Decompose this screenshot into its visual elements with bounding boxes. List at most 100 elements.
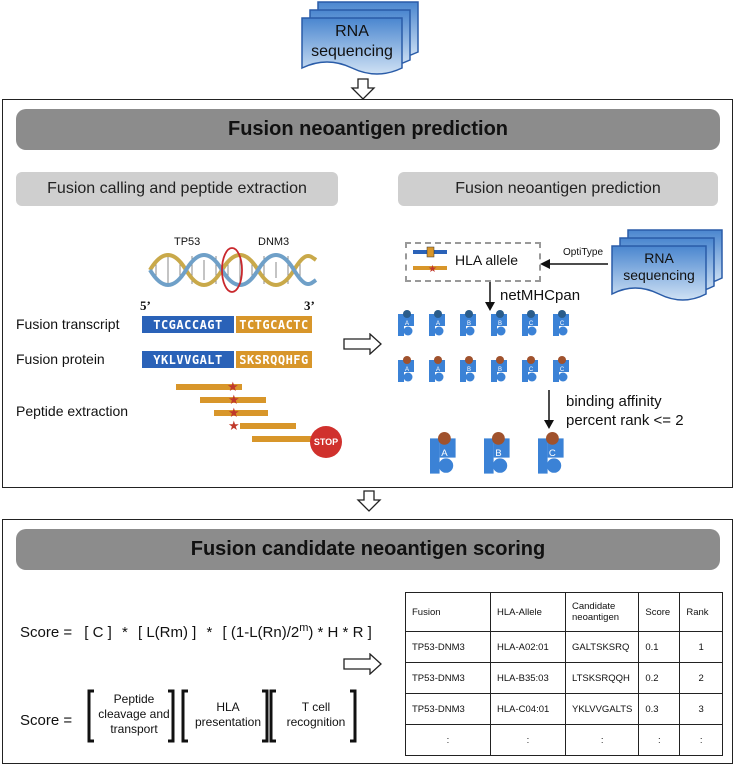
table-row: TP53-DNM3 HLA-C04:01 YKLVVGALTS 0.3 3 <box>405 693 723 725</box>
table-cell: LTSKSRQQH <box>564 662 640 694</box>
ellipsis-cell: : <box>638 724 681 756</box>
hla-molecule-icon: A <box>430 432 456 474</box>
hla-letter: B <box>498 321 502 327</box>
table-cell: 0.2 <box>638 662 681 694</box>
bracket-peptide: Peptide cleavage and transport <box>94 692 174 737</box>
left-arrow-icon <box>540 259 608 269</box>
star-icon: ★ <box>228 405 240 420</box>
ellipsis-cell: : <box>564 724 640 756</box>
table-cell: 2 <box>679 662 723 694</box>
stop-sign-icon: STOP <box>310 426 342 458</box>
down-arrow-icon <box>356 490 382 512</box>
score2-prefix: Score = <box>20 712 73 729</box>
table-cell: TP53-DNM3 <box>405 693 491 725</box>
top-rna-label: RNA sequencing <box>302 22 402 62</box>
hla-molecule-icon: C <box>553 356 569 382</box>
table-cell: YKLVVGALTS <box>564 693 640 725</box>
ellipsis-cell: : <box>490 724 566 756</box>
bracket-tcell: T cell recognition <box>276 700 356 730</box>
table-cell: GALTSKSRQ <box>564 631 640 663</box>
star-icon: ★ <box>228 392 240 407</box>
hla-chromosome-icon: ★ <box>413 246 447 275</box>
formula-exp: m <box>299 622 309 634</box>
bracket-text: T cell <box>301 700 331 714</box>
peptide-extraction-label: Peptide extraction <box>16 403 129 419</box>
five-prime-label: 5’ <box>140 298 151 313</box>
ellipsis-cell: : <box>405 724 491 756</box>
table-header-row: Fusion HLA-Allele Candidate neoantigen S… <box>405 592 723 632</box>
optitype-label: OptiType <box>563 247 604 258</box>
ellipsis-cell: : <box>679 724 723 756</box>
hla-molecule-icon: C <box>538 432 564 474</box>
rna-sequencing-docs-icon <box>301 1 419 75</box>
gene2-label: DNM3 <box>258 236 290 248</box>
hla-letter: A <box>405 321 409 327</box>
hla-letter: A <box>436 367 440 373</box>
table-cell: HLA-B35:03 <box>490 662 566 694</box>
left-header: Fusion calling and peptide extraction <box>16 172 338 206</box>
hla-molecule-icon: B <box>491 356 507 382</box>
stop-label: STOP <box>313 437 339 447</box>
hla-molecule-icon: C <box>522 356 538 382</box>
table-cell: 0.1 <box>638 631 681 663</box>
right-arrow-icon <box>343 333 382 355</box>
formula-c: [ C ] <box>84 624 112 641</box>
table-row: TP53-DNM3 HLA-A02:01 GALTSKSRQ 0.1 1 <box>405 631 723 663</box>
score-formula: Score = [ C ] * [ L(Rm) ] * [ (1-L(Rn)/2… <box>20 622 372 641</box>
bracket-text: HLA <box>216 700 240 714</box>
bracket-text: Peptide <box>113 692 155 706</box>
protein-label: Fusion protein <box>16 351 105 367</box>
formula-part-b: ) * H * R ] <box>308 624 372 641</box>
formula-part-a: [ (1-L(Rn)/2 <box>222 624 300 641</box>
star-icon: ★ <box>227 379 239 394</box>
affinity-line1: binding affinity <box>566 393 662 410</box>
down-arrow-icon <box>485 282 495 311</box>
table-row: TP53-DNM3 HLA-B35:03 LTSKSRQQH 0.2 2 <box>405 662 723 694</box>
protein-seq-dnm3: SKSRQQHFG <box>236 351 312 368</box>
hla-letter: A <box>441 448 448 459</box>
bracket-text: recognition <box>286 715 346 729</box>
top-rna-line1: RNA <box>335 23 369 40</box>
hla-molecule-icon: C <box>522 310 538 336</box>
column-header: HLA-Allele <box>490 592 566 632</box>
down-arrow-icon <box>350 78 376 100</box>
dna-helix-icon <box>148 247 318 293</box>
hla-molecule-icon: B <box>460 356 476 382</box>
netmhcpan-label: netMHCpan <box>500 287 581 304</box>
bracket-graphic <box>87 689 357 743</box>
hla-letter: C <box>529 367 534 373</box>
right-rna-label: RNA sequencing <box>612 250 706 284</box>
results-table: Fusion HLA-Allele Candidate neoantigen S… <box>405 592 723 756</box>
affinity-line2: percent rank <= 2 <box>566 412 684 429</box>
hla-letter: C <box>529 321 534 327</box>
hla-letter: B <box>467 321 471 327</box>
panel1-title: Fusion neoantigen prediction <box>16 109 720 150</box>
table-cell: HLA-A02:01 <box>490 631 566 663</box>
panel2-title: Fusion candidate neoantigen scoring <box>16 529 720 570</box>
bracket-hla: HLA presentation <box>188 700 268 730</box>
transcript-seq-tp53: TCGACCAGT <box>142 316 234 333</box>
top-rna-line2: sequencing <box>311 43 393 60</box>
hla-molecule-icon: B <box>460 310 476 336</box>
hla-letter: A <box>405 367 409 373</box>
table-cell: 0.3 <box>638 693 681 725</box>
hla-letter: C <box>560 321 565 327</box>
hla-molecule-icon: A <box>429 310 445 336</box>
gene1-label: TP53 <box>174 236 201 248</box>
bracket-text: presentation <box>194 715 262 729</box>
table-cell: 3 <box>679 693 723 725</box>
affinity-label: binding affinity percent rank <= 2 <box>566 392 684 430</box>
peptide-bars-graphic <box>176 384 312 442</box>
right-header: Fusion neoantigen prediction <box>398 172 718 206</box>
right-rna-line2: sequencing <box>623 267 695 283</box>
down-arrow-icon <box>544 390 554 429</box>
hla-allele-label: HLA allele <box>455 252 519 268</box>
transcript-seq-dnm3: TCTGCACTC <box>236 316 312 333</box>
formula-prefix: Score = <box>20 624 73 641</box>
rna-sequencing-docs-icon <box>611 229 723 301</box>
hla-molecule-icon: A <box>429 356 445 382</box>
transcript-label: Fusion transcript <box>16 316 120 332</box>
column-header: Score <box>638 592 681 632</box>
table-cell: 1 <box>679 631 723 663</box>
